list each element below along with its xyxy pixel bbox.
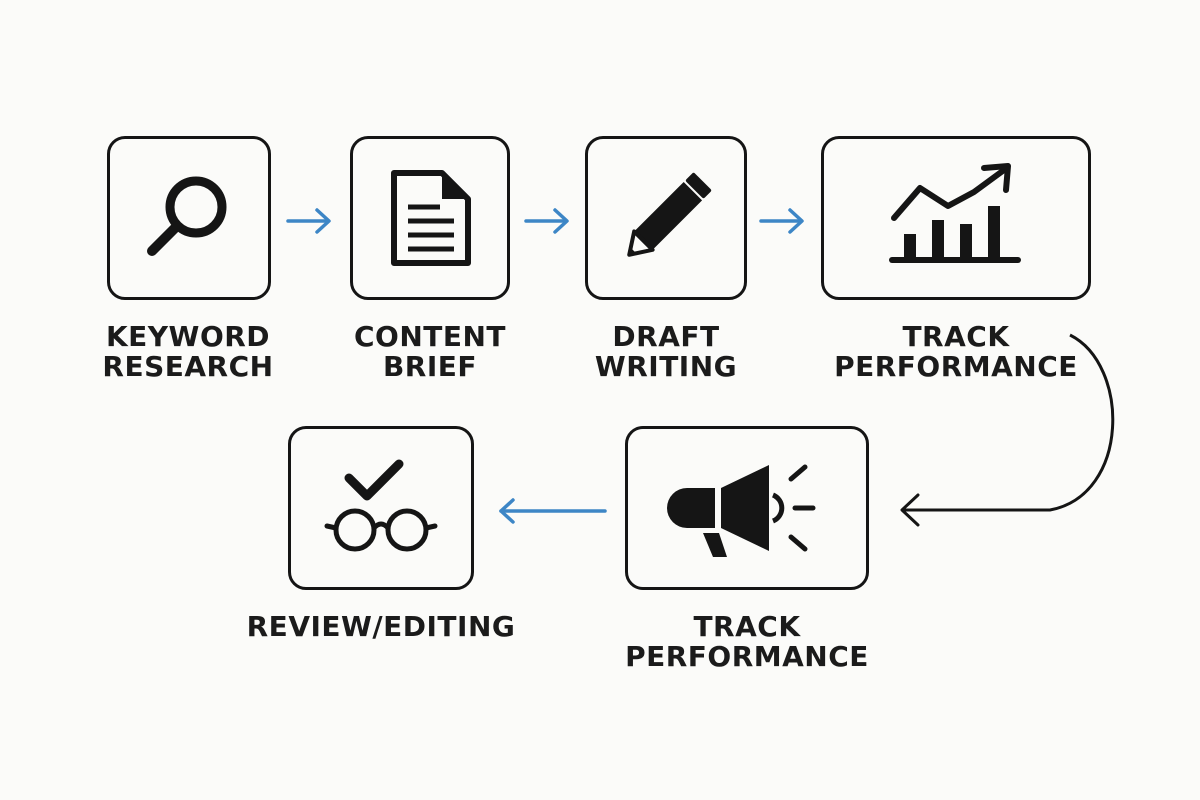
megaphone-icon [657,443,837,573]
step-keyword-research [107,136,271,300]
magnifying-glass-icon [134,163,244,273]
label-review-editing: REVIEW/EDITING [246,610,516,643]
step-track-performance-megaphone [625,426,869,590]
growth-chart-icon [886,158,1026,278]
arrow-right-icon [286,208,331,234]
pencil-icon [606,158,726,278]
step-content-brief [350,136,510,300]
check-glasses-icon [311,448,451,568]
curved-arrow-icon [900,333,1115,527]
step-draft-writing [585,136,747,300]
step-track-performance-chart [821,136,1091,300]
arrow-left-icon [499,498,607,524]
step-review-editing [288,426,474,590]
arrow-right-icon [524,208,569,234]
arrow-right-icon [759,208,804,234]
document-icon [380,163,480,273]
